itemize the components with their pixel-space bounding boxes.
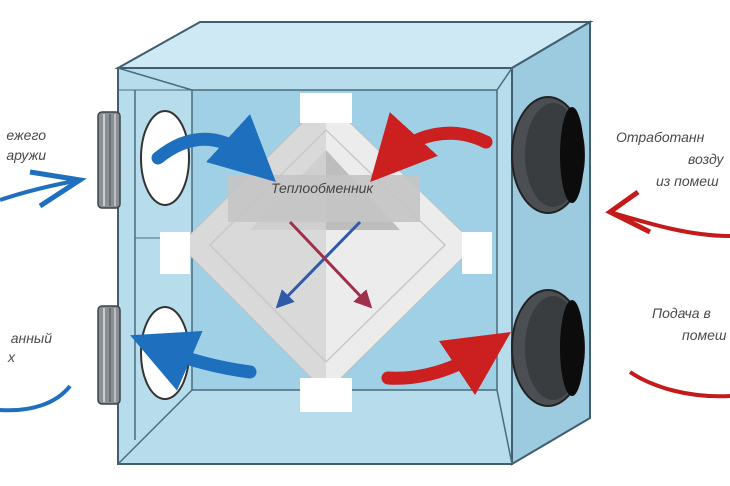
arrow-exhaust-in xyxy=(370,112,493,183)
label-top-left: ежего аружи xyxy=(6,127,46,163)
exchanger-label-plate xyxy=(228,175,420,222)
label-bottom-left: анный х xyxy=(7,330,52,365)
outside-arrow-left-top-head xyxy=(29,169,87,209)
label-top-right-line1: Отработанн xyxy=(616,129,705,145)
label-bottom-left-line2: х xyxy=(7,349,16,365)
exchanger-face-left xyxy=(180,100,326,392)
label-bottom-left-line1: анный xyxy=(11,330,52,346)
label-bottom-right-line1: Подача в xyxy=(652,305,711,321)
outside-arrow-left-bottom xyxy=(0,384,72,413)
right-duct-bottom xyxy=(511,289,585,407)
housing-top-face xyxy=(114,21,594,69)
exchanger-cap-top xyxy=(300,93,352,123)
exchanger-label: Теплообменник xyxy=(271,180,374,196)
left-duct-bottom xyxy=(97,305,121,405)
left-duct-top xyxy=(97,111,121,209)
label-bottom-right-line2: помеш xyxy=(682,327,727,343)
right-duct-top xyxy=(511,96,585,214)
label-top-right: Отработанн возду из помеш xyxy=(616,129,725,189)
arrow-supply-out xyxy=(381,331,512,396)
label-top-right-line2: возду xyxy=(688,151,725,167)
label-bottom-right: Подача в помеш xyxy=(652,305,727,343)
cross-arrow-cold xyxy=(275,220,362,309)
exchanger-face-right xyxy=(326,100,475,392)
exchanger-cap-left xyxy=(160,232,190,274)
cross-arrow-warm xyxy=(288,220,373,309)
label-top-left-line2: аружи xyxy=(6,147,46,163)
inner-edge-tl xyxy=(117,67,193,91)
arrow-exhaust-out xyxy=(130,330,257,391)
outside-arrow-right-top-head xyxy=(605,189,652,235)
exchanger-cap-right xyxy=(462,232,492,274)
inner-edge-tr xyxy=(496,67,513,91)
label-top-left-line1: ежего xyxy=(6,127,46,143)
inner-edge-br xyxy=(496,389,513,465)
exchanger-cap-bottom xyxy=(300,378,352,412)
label-top-right-line3: из помеш xyxy=(656,173,719,189)
arrow-fresh-in xyxy=(151,114,276,182)
outside-arrow-right-top xyxy=(609,210,730,238)
inner-edge-bl xyxy=(117,389,193,465)
outside-arrow-right-bottom xyxy=(628,370,730,399)
